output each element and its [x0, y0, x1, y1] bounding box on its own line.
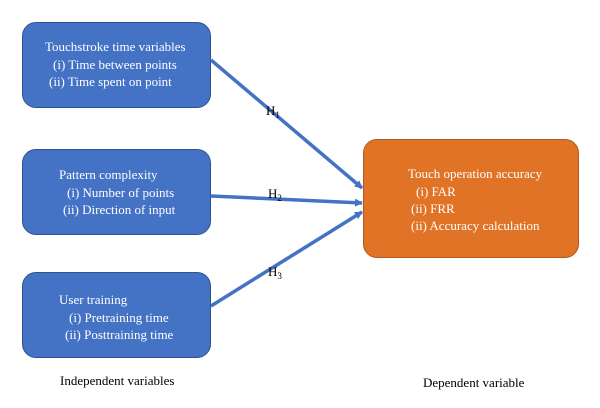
iv-box-pattern-complexity: Pattern complexity (i) Number of points …	[22, 149, 211, 235]
iv-box-title: Touchstroke time variables	[45, 39, 186, 54]
caption-independent-variables: Independent variables	[60, 373, 175, 388]
iv-box-title: Pattern complexity	[59, 167, 158, 182]
iv-box-item: (i) Pretraining time	[69, 310, 169, 325]
caption-dependent-variable: Dependent variable	[423, 375, 525, 390]
arrow-h1	[209, 58, 364, 190]
iv-box-touchstroke: Touchstroke time variables (i) Time betw…	[22, 22, 211, 108]
arrow-h2	[210, 194, 363, 207]
arrow-h3	[210, 210, 363, 308]
hypothesis-label-1: H1	[266, 103, 280, 120]
dv-box-item: (i) FAR	[416, 184, 456, 199]
hypothesis-label-3: H3	[268, 264, 282, 281]
dv-box-title: Touch operation accuracy	[408, 166, 543, 181]
dv-box-item: (ii) FRR	[411, 201, 455, 216]
iv-box-user-training: User training (i) Pretraining time (ii) …	[22, 272, 211, 358]
dv-box-item: (ii) Accuracy calculation	[411, 218, 540, 233]
iv-box-item: (i) Time between points	[53, 57, 177, 72]
dv-box-touch-accuracy: Touch operation accuracy (i) FAR (ii) FR…	[363, 139, 579, 258]
iv-box-item: (ii) Direction of input	[63, 202, 176, 217]
iv-box-item: (i) Number of points	[67, 185, 175, 200]
hypothesis-label-2: H2	[268, 186, 282, 203]
hypothesis-letter: H	[266, 103, 276, 118]
hypothesis-letter: H	[268, 264, 278, 279]
iv-box-item: (ii) Posttraining time	[65, 327, 174, 342]
hypothesis-index: 3	[277, 271, 282, 281]
iv-box-item: (ii) Time spent on point	[49, 74, 172, 89]
hypothesis-index: 1	[275, 110, 280, 120]
hypothesis-index: 2	[277, 193, 282, 203]
iv-box-title: User training	[59, 292, 128, 307]
hypothesis-letter: H	[268, 186, 278, 201]
